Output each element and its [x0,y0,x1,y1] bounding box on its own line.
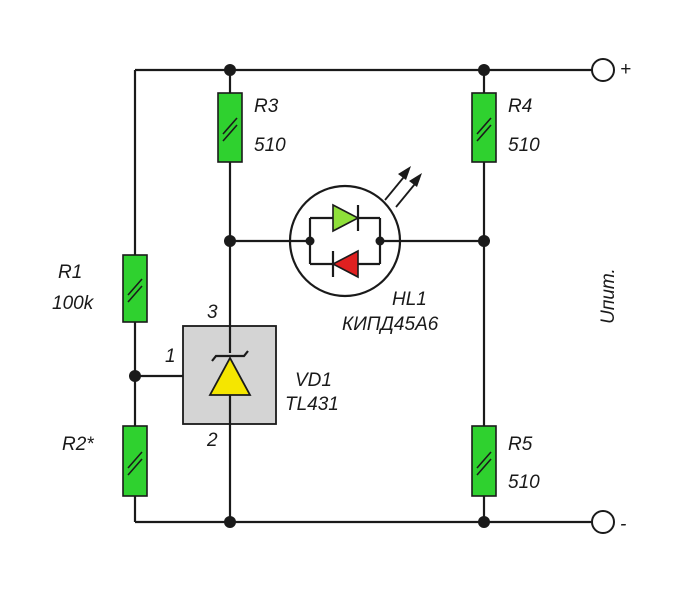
junction-dot [478,64,490,76]
resistor-name: R4 [508,96,532,117]
resistor-value: 510 [508,472,540,493]
resistor-value: 510 [508,135,540,156]
junction-dot [129,370,141,382]
resistor-body [471,425,497,497]
resistor-body [217,92,243,163]
resistor-r1: R1 100k [52,254,148,323]
led-name: HL1 [392,289,427,310]
pin-label-anode: 2 [206,430,218,451]
junction-dots [129,64,490,528]
resistor-name: R3 [254,96,279,117]
resistor-name: R2* [62,434,94,455]
green-diode-icon [332,203,360,233]
plus-terminal [591,58,615,82]
zener-diode-icon [208,356,252,396]
regulator-vd1: 3 1 2 VD1 TL431 [165,302,339,451]
wires [133,68,592,524]
resistor-r4: R4 510 [471,92,540,163]
minus-sign: - [620,514,626,535]
red-diode-icon [331,249,359,279]
resistor-name: R1 [58,262,82,283]
supply-voltage-label: Uпит. [598,268,619,324]
supply-terminals: + - Uпит. [591,58,631,535]
junction-dot [478,516,490,528]
led-hl1: HL1 КИПД45А6 [288,166,439,335]
plus-sign: + [620,59,631,80]
resistor-value: 510 [254,135,286,156]
pin-label-ref: 1 [165,346,176,367]
junction-dot [478,235,490,247]
junction-dot [224,64,236,76]
resistor-r5: R5 510 [471,425,540,497]
ic-name: VD1 [295,370,332,391]
junction-dot [224,235,236,247]
resistor-value: 100k [52,293,95,314]
pin-label-cathode: 3 [207,302,218,323]
resistor-body [122,254,148,323]
light-emission-arrows-icon [384,166,422,208]
led-part: КИПД45А6 [342,314,439,335]
resistor-r2: R2* [62,425,148,497]
minus-terminal [591,510,615,534]
resistor-r3: R3 510 [217,92,286,163]
junction-dot [224,516,236,528]
resistor-body [471,92,497,163]
resistor-name: R5 [508,434,533,455]
ic-part: TL431 [285,394,339,415]
